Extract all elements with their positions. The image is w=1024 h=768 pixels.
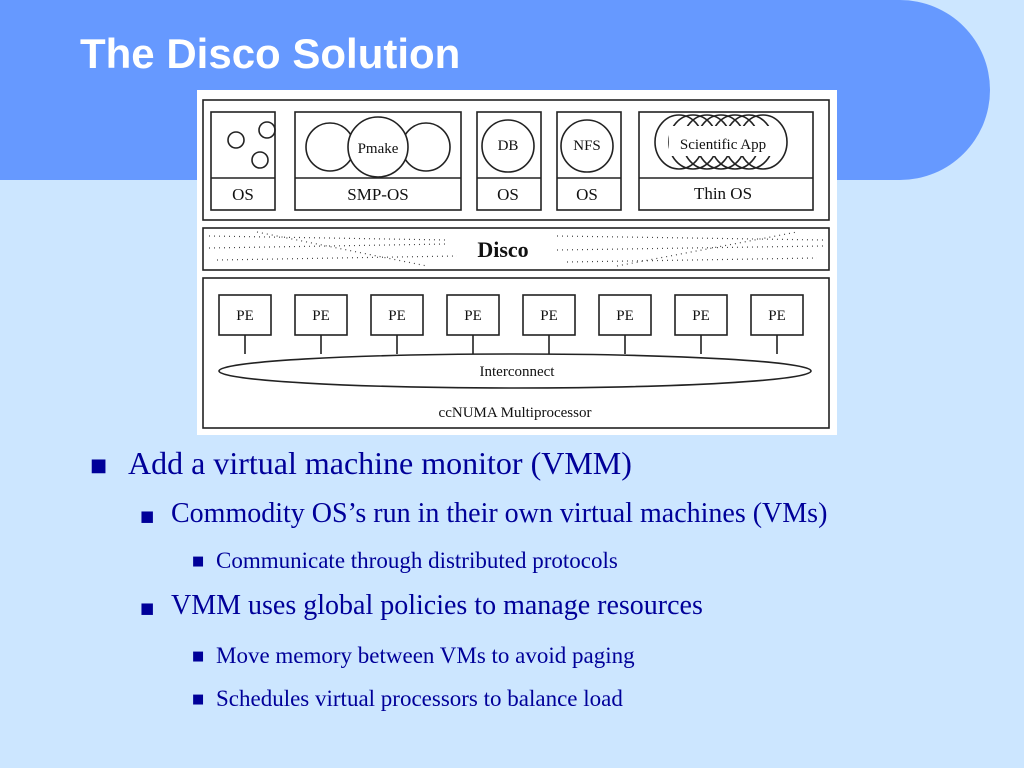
pe-box (370, 294, 424, 336)
app-stack (654, 114, 788, 170)
vm-1: OS (210, 111, 276, 211)
slide-title: The Disco Solution (80, 30, 461, 77)
bullet-item: ■ VMM uses global policies to manage res… (140, 590, 703, 622)
pe-label: PE (692, 308, 710, 324)
pe-box (522, 294, 576, 336)
pe-label: PE (768, 308, 786, 324)
vm-row-frame (202, 99, 830, 221)
bullet-text: Schedules virtual processors to balance … (216, 686, 623, 711)
vm-4: NFS OS (556, 111, 622, 211)
square-bullet-icon: ■ (192, 649, 205, 664)
vm-3: DB OS (476, 111, 542, 211)
bullet-text: Commodity OS’s run in their own virtual … (171, 498, 828, 529)
bullet-item: ■ Commodity OS’s run in their own virtua… (140, 498, 828, 530)
pe-label: PE (464, 308, 482, 324)
bullet-item: ■ Schedules virtual processors to balanc… (192, 686, 623, 712)
bullet-item: ■ Add a virtual machine monitor (VMM) (90, 445, 632, 482)
square-bullet-icon: ■ (140, 507, 155, 525)
bullet-item: ■ Communicate through distributed protoc… (192, 548, 618, 574)
disco-layer: Disco (202, 227, 830, 271)
pe-label: PE (312, 308, 330, 324)
pe-box (674, 294, 728, 336)
nfs-label: NFS (573, 138, 601, 154)
square-bullet-icon: ■ (90, 455, 108, 476)
pe-box (598, 294, 652, 336)
bullet-text: Communicate through distributed protocol… (216, 548, 618, 573)
pmake-label: Pmake (358, 141, 399, 157)
pe-box (218, 294, 272, 336)
bullet-text: VMM uses global policies to manage resou… (171, 590, 703, 621)
processor-row: PE PE PE PE PE PE PE PE (218, 294, 804, 354)
vm-4-os-label: OS (576, 185, 598, 204)
bullet-text: Move memory between VMs to avoid paging (216, 643, 635, 668)
db-label: DB (498, 138, 519, 154)
process-circle (251, 151, 269, 169)
bullet-item: ■ Move memory between VMs to avoid pagin… (192, 643, 635, 669)
vm-2: Pmake SMP-OS (294, 111, 462, 211)
vm-1-os-label: OS (232, 185, 254, 204)
pe-box (446, 294, 500, 336)
pe-box (294, 294, 348, 336)
hardware-layer: PE PE PE PE PE PE PE PE Interconnect ccNUMA Mul… (202, 277, 830, 429)
pe-label: PE (236, 308, 254, 324)
vm-3-os-label: OS (497, 185, 519, 204)
bullet-text: Add a virtual machine monitor (VMM) (128, 445, 632, 481)
pe-label: PE (388, 308, 406, 324)
disco-architecture-figure: OS Pmake SMP-OS DB OS NFS OS (197, 90, 837, 435)
pe-box (750, 294, 804, 336)
square-bullet-icon: ■ (140, 599, 155, 617)
square-bullet-icon: ■ (192, 692, 205, 707)
vm-5: Scientific App Thin OS (638, 111, 814, 211)
process-circle (258, 121, 276, 139)
disco-texture (208, 231, 824, 267)
pe-label: PE (616, 308, 634, 324)
pe-label: PE (540, 308, 558, 324)
vm-2-os-label: SMP-OS (347, 185, 408, 204)
disco-label: Disco (477, 237, 528, 262)
square-bullet-icon: ■ (192, 554, 205, 569)
machine-label: ccNUMA Multiprocessor (439, 405, 592, 421)
scientific-app-label: Scientific App (680, 137, 766, 153)
interconnect-label: Interconnect (480, 364, 556, 380)
vm-5-os-label: Thin OS (694, 184, 752, 203)
process-circle (227, 131, 245, 149)
